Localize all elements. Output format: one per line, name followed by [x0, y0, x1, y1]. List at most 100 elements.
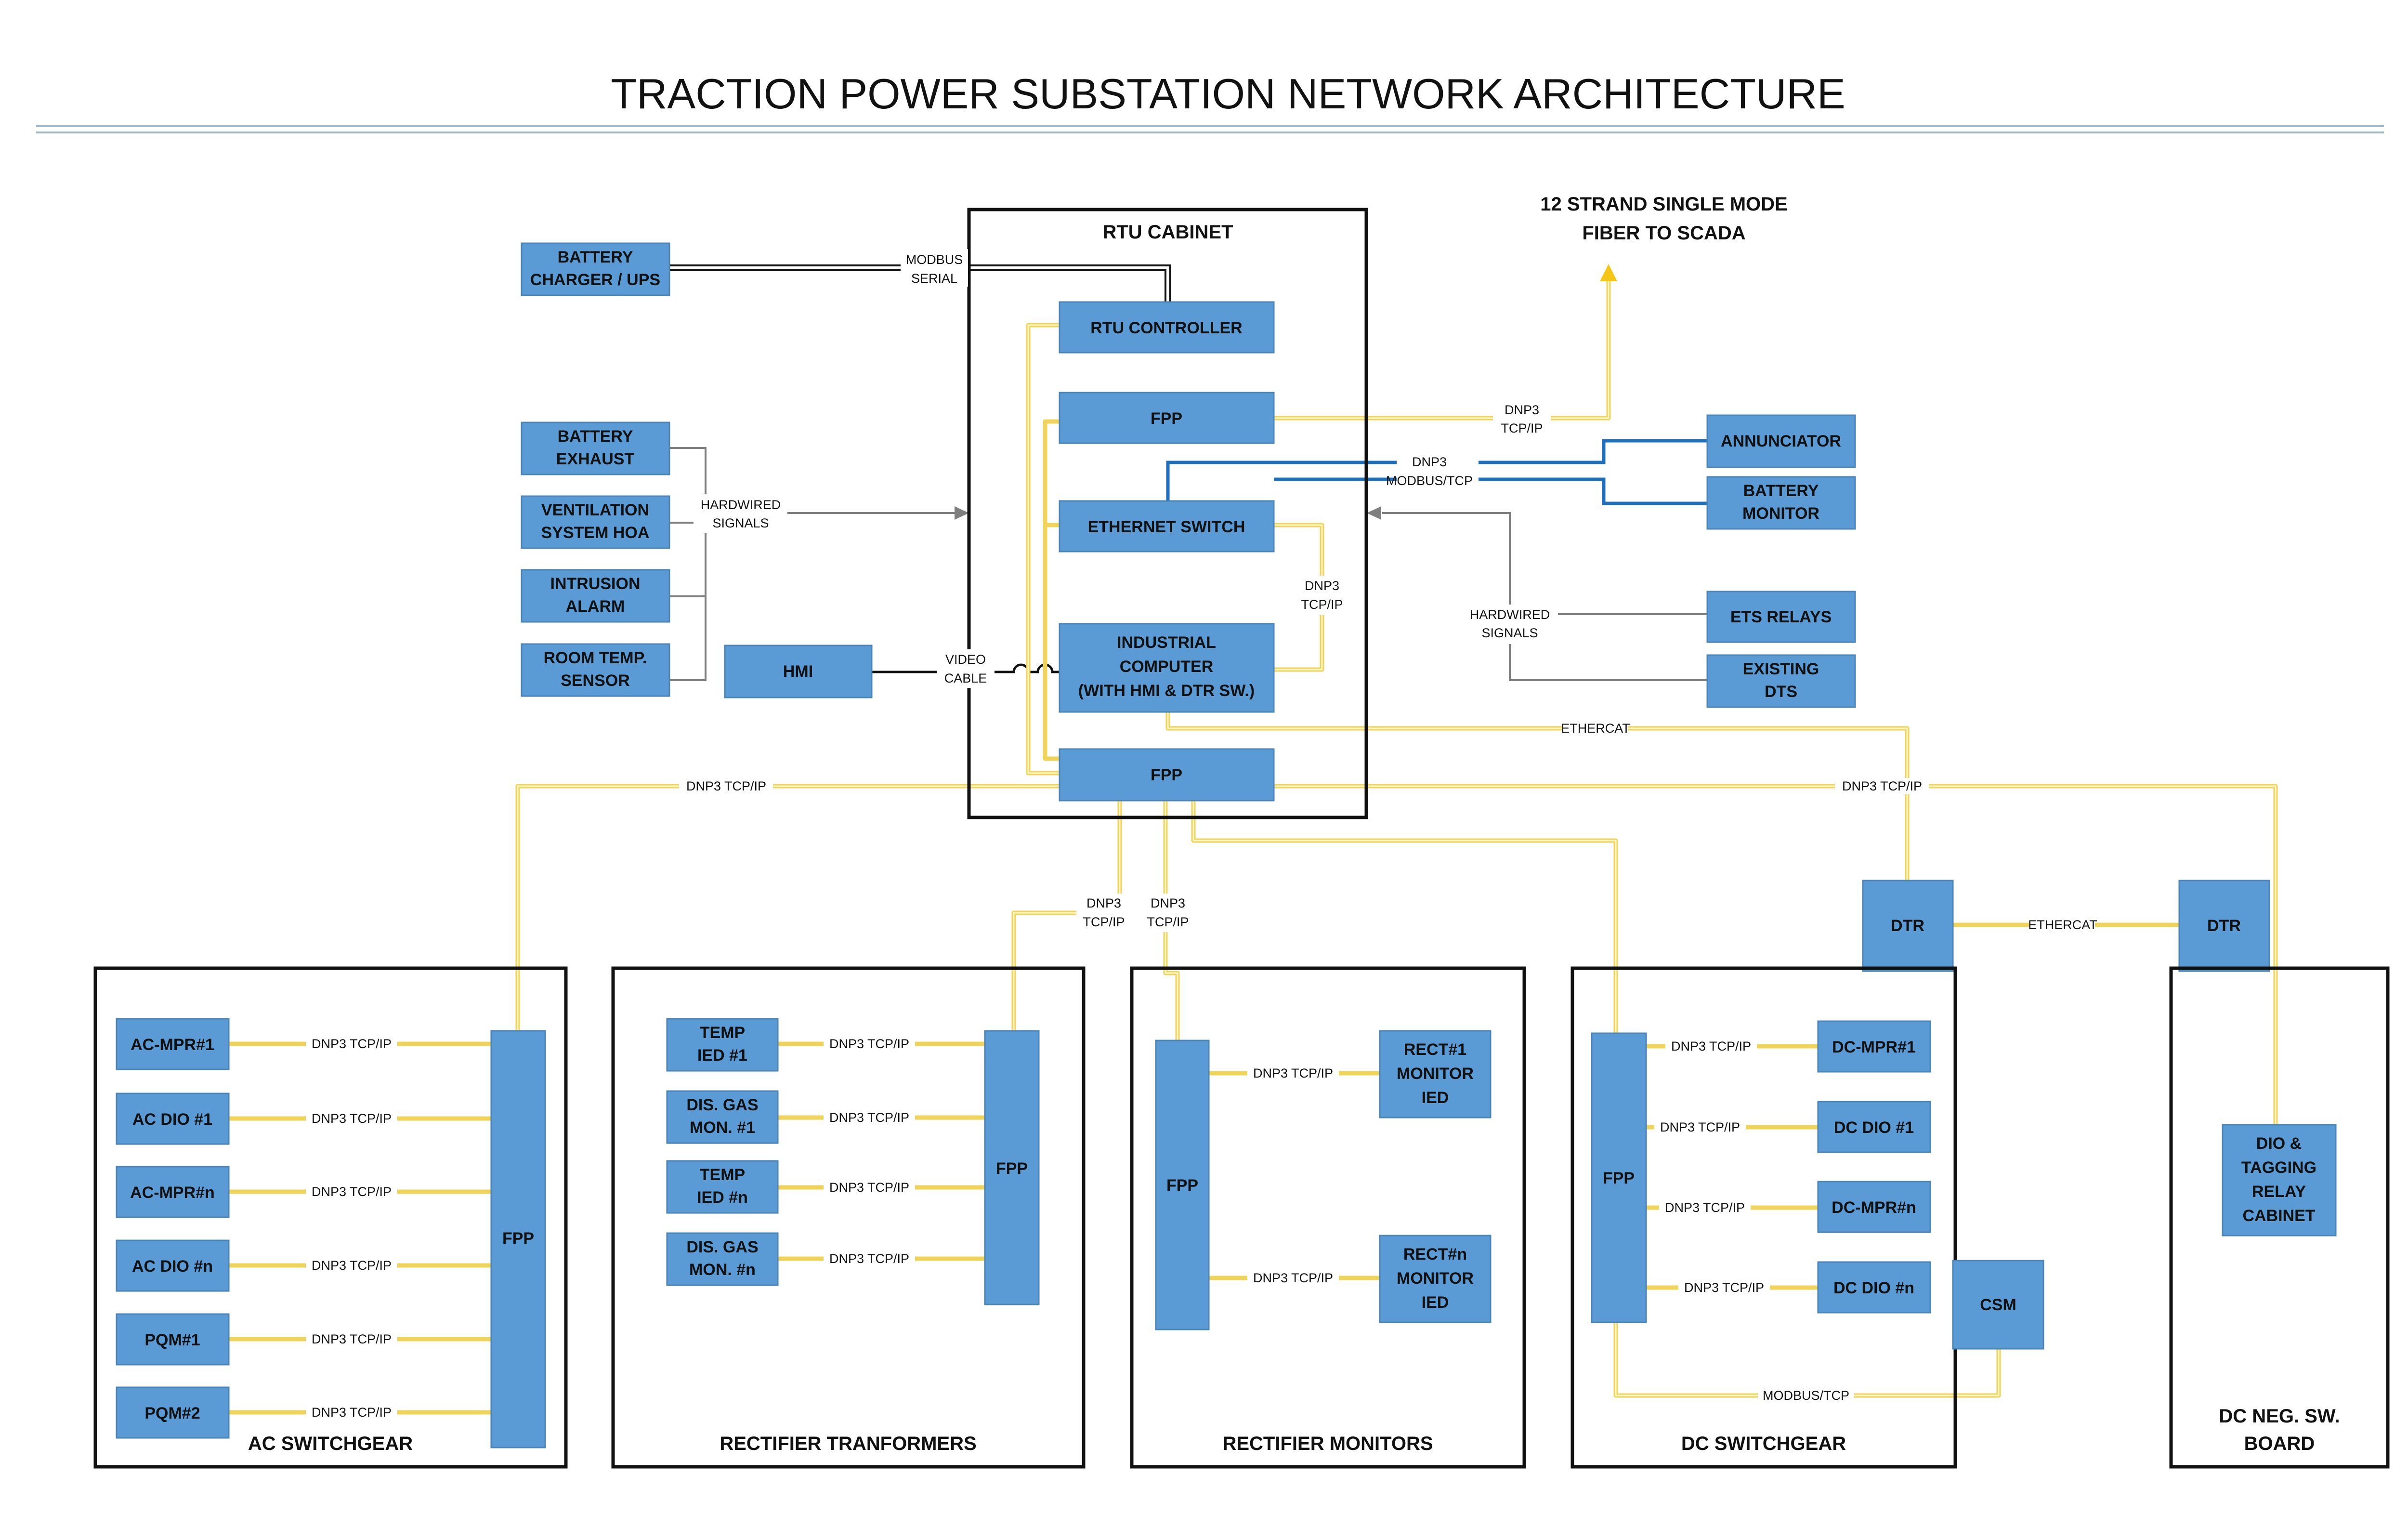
csm[interactable]: CSM: [1952, 1260, 2044, 1350]
svg-text:DC-MPR#n: DC-MPR#n: [1832, 1198, 1916, 1217]
ets-relays[interactable]: ETS RELAYS: [1706, 591, 1856, 643]
dis-gas-mon-1[interactable]: DIS. GAS MON. #1: [666, 1090, 779, 1144]
ac-link-label-2: DNP3 TCP/IP: [312, 1111, 392, 1126]
battery-charger-ups[interactable]: BATTERY CHARGER / UPS: [521, 242, 670, 296]
ac-dio-1[interactable]: AC DIO #1: [116, 1092, 230, 1145]
svg-text:AC DIO #1: AC DIO #1: [132, 1110, 212, 1129]
svg-text:DC DIO #n: DC DIO #n: [1833, 1279, 1914, 1297]
dis-gas-mon-n[interactable]: DIS. GAS MON. #n: [666, 1232, 779, 1286]
ethernet-switch[interactable]: ETHERNET SWITCH: [1059, 500, 1275, 553]
ventilation-system-hoa[interactable]: VENTILATION SYSTEM HOA: [521, 495, 670, 549]
room-temp-sensor[interactable]: ROOM TEMP. SENSOR: [521, 643, 670, 697]
dc-dio-1[interactable]: DC DIO #1: [1817, 1101, 1931, 1153]
dnp3-ac-label: DNP3 TCP/IP: [686, 779, 766, 793]
dc-neg-label-2: BOARD: [2244, 1433, 2315, 1454]
fpp-top[interactable]: FPP: [1059, 392, 1275, 444]
svg-text:ETS RELAYS: ETS RELAYS: [1730, 608, 1832, 626]
annunciator-link: [1166, 439, 1707, 501]
dc-mpr-n[interactable]: DC-MPR#n: [1817, 1181, 1931, 1233]
svg-text:FPP: FPP: [502, 1229, 534, 1248]
temp-ied-1[interactable]: TEMP IED #1: [666, 1018, 779, 1072]
svg-text:MON. #1: MON. #1: [690, 1119, 755, 1137]
ac-mpr-1[interactable]: AC-MPR#1: [116, 1018, 230, 1070]
dnp3-dc-neg-label: DNP3 TCP/IP: [1842, 779, 1922, 793]
rect-transformers-label: RECTIFIER TRANFORMERS: [720, 1433, 976, 1454]
rtu-internal-fiber: [1026, 323, 1324, 776]
link-labels: MODBUS SERIAL HARDWIRED SIGNALS VIDEO CA…: [306, 249, 2097, 1421]
annunciator[interactable]: ANNUNCIATOR: [1706, 414, 1856, 468]
ac-link-label-6: DNP3 TCP/IP: [312, 1405, 392, 1420]
ac-link-label-4: DNP3 TCP/IP: [312, 1258, 392, 1273]
ac-mpr-n[interactable]: AC-MPR#n: [116, 1166, 230, 1218]
ethercat-dtr-label: ETHERCAT: [2028, 918, 2097, 932]
rect-t-link-label-4: DNP3 TCP/IP: [829, 1251, 909, 1266]
dtr-right[interactable]: DTR: [2178, 880, 2270, 972]
svg-text:ROOM TEMP.: ROOM TEMP.: [544, 649, 647, 667]
svg-text:MONITOR: MONITOR: [1397, 1269, 1474, 1288]
pqm-2[interactable]: PQM#2: [116, 1386, 230, 1439]
pqm-1[interactable]: PQM#1: [116, 1313, 230, 1366]
rtu-cabinet: RTU CABINET RTU CONTROLLER FPP ETHERNET …: [967, 208, 1368, 819]
scada-fiber-link: [1274, 279, 1611, 421]
modbus-tcp-link: [1613, 1322, 2001, 1398]
hmi[interactable]: HMI: [724, 645, 873, 698]
svg-text:DTR: DTR: [1891, 917, 1924, 935]
dnp3-scada-label-2: TCP/IP: [1501, 421, 1543, 435]
dnp3-rect-t-label-1: DNP3: [1086, 896, 1121, 910]
diagram-title: TRACTION POWER SUBSTATION NETWORK ARCHIT…: [611, 70, 1845, 118]
dc-mpr-1[interactable]: DC-MPR#1: [1817, 1020, 1931, 1073]
svg-text:PQM#1: PQM#1: [144, 1331, 200, 1349]
dc-neg-label-1: DC NEG. SW.: [2219, 1406, 2340, 1427]
hardwired-right-links: [1367, 506, 1707, 681]
scada-label-1: 12 STRAND SINGLE MODE: [1540, 194, 1787, 215]
ac-switchgear-links: [229, 1041, 491, 1415]
svg-text:EXISTING: EXISTING: [1743, 660, 1819, 678]
hardwired-right-arrowhead: [1367, 506, 1381, 520]
dio-tagging-relay-cabinet[interactable]: DIO & TAGGING RELAY CABINET: [2222, 1124, 2337, 1237]
svg-text:DIS. GAS: DIS. GAS: [686, 1238, 758, 1256]
temp-ied-n[interactable]: TEMP IED #n: [666, 1160, 779, 1214]
svg-text:DIO &: DIO &: [2256, 1134, 2302, 1153]
modbus-serial-label-2: SERIAL: [911, 271, 957, 286]
battery-exhaust[interactable]: BATTERY EXHAUST: [521, 421, 670, 475]
dtr-left[interactable]: DTR: [1862, 880, 1954, 972]
svg-text:TAGGING: TAGGING: [2241, 1158, 2316, 1177]
dnp3-rect-m-label-2: TCP/IP: [1147, 915, 1189, 929]
dnp3-dc-link: [1191, 801, 1618, 1033]
svg-text:VENTILATION: VENTILATION: [541, 501, 649, 519]
industrial-computer[interactable]: INDUSTRIAL COMPUTER (WITH HMI & DTR SW.): [1059, 623, 1275, 713]
dnp3-modbus-label-1: DNP3: [1412, 455, 1447, 469]
rect-m-link-label-1: DNP3 TCP/IP: [1253, 1066, 1333, 1080]
battery-monitor[interactable]: BATTERY MONITOR: [1706, 476, 1856, 530]
existing-dts[interactable]: EXISTING DTS: [1706, 654, 1856, 708]
intrusion-alarm[interactable]: INTRUSION ALARM: [521, 569, 670, 623]
ac-link-label-1: DNP3 TCP/IP: [312, 1037, 392, 1051]
dc-switchgear-links: [1646, 1044, 1818, 1290]
rect-t-fpp[interactable]: FPP: [984, 1030, 1040, 1305]
svg-text:IED #1: IED #1: [697, 1046, 747, 1065]
dc-dio-n[interactable]: DC DIO #n: [1817, 1261, 1931, 1314]
svg-text:CSM: CSM: [1980, 1296, 2016, 1314]
hardwired-left-label-2: SIGNALS: [712, 516, 769, 530]
rtu-controller[interactable]: RTU CONTROLLER: [1059, 301, 1275, 354]
dc-neg-sw-board: DC NEG. SW. BOARD DIO & TAGGING RELAY CA…: [2169, 966, 2390, 1469]
ac-fpp[interactable]: FPP: [490, 1030, 546, 1448]
dc-fpp[interactable]: FPP: [1591, 1032, 1647, 1323]
svg-text:ETHERNET SWITCH: ETHERNET SWITCH: [1088, 518, 1245, 536]
svg-text:COMPUTER: COMPUTER: [1120, 658, 1214, 676]
rect-n-monitor-ied[interactable]: RECT#n MONITOR IED: [1379, 1235, 1492, 1323]
svg-text:BATTERY: BATTERY: [558, 248, 633, 266]
ac-dio-n[interactable]: AC DIO #n: [116, 1239, 230, 1292]
rect-1-monitor-ied[interactable]: RECT#1 MONITOR IED: [1379, 1030, 1492, 1119]
rect-m-fpp[interactable]: FPP: [1155, 1040, 1210, 1330]
hardwired-right-label-1: HARDWIRED: [1470, 607, 1550, 622]
ac-link-label-3: DNP3 TCP/IP: [312, 1185, 392, 1199]
modbus-serial-label-1: MODBUS: [906, 252, 963, 267]
ac-link-label-5: DNP3 TCP/IP: [312, 1332, 392, 1346]
dc-link-label-3: DNP3 TCP/IP: [1665, 1200, 1745, 1215]
fpp-bottom[interactable]: FPP: [1059, 748, 1275, 802]
rect-t-link-label-2: DNP3 TCP/IP: [829, 1110, 909, 1125]
svg-text:EXHAUST: EXHAUST: [556, 450, 635, 468]
dnp3-modbus-label-2: MODBUS/TCP: [1386, 474, 1473, 488]
svg-text:AC DIO #n: AC DIO #n: [132, 1257, 213, 1276]
